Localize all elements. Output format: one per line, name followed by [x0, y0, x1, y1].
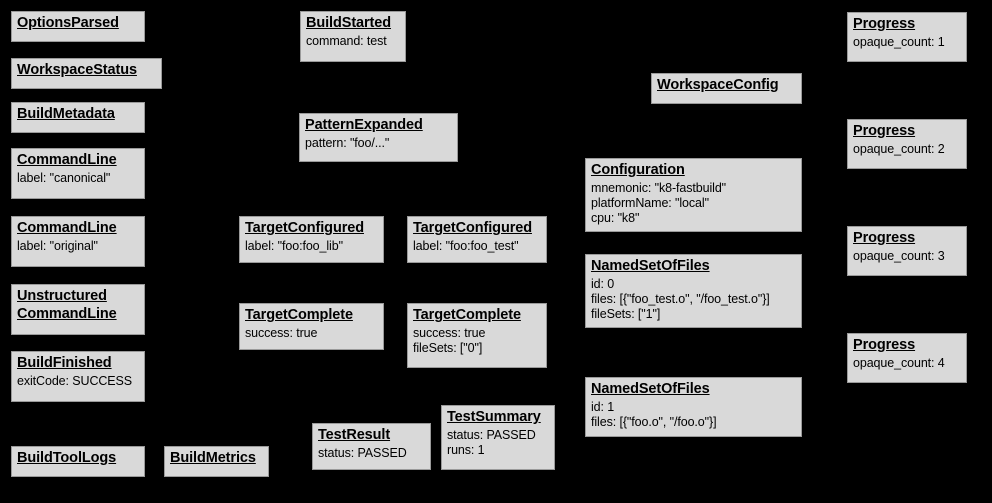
node-properties: label: "foo:foo_lib"	[245, 238, 343, 253]
node-properties: opaque_count: 4	[853, 355, 945, 370]
node-test-summary[interactable]: TestSummary status: PASSED runs: 1	[441, 405, 555, 470]
node-title: TestSummary	[447, 409, 541, 425]
node-title: Progress	[853, 337, 916, 353]
node-unstructured-command-line[interactable]: Unstructured CommandLine	[11, 284, 145, 335]
node-properties: success: true fileSets: ["0"]	[413, 325, 486, 355]
node-title: CommandLine	[17, 152, 117, 168]
node-target-complete-foo-lib[interactable]: TargetComplete success: true	[239, 303, 384, 350]
node-properties: pattern: "foo/..."	[305, 135, 390, 150]
node-title: BuildMetadata	[17, 106, 115, 122]
node-command-line-canonical[interactable]: CommandLine label: "canonical"	[11, 148, 145, 199]
node-properties: opaque_count: 2	[853, 141, 945, 156]
node-build-started[interactable]: BuildStarted command: test	[300, 11, 406, 62]
node-properties: mnemonic: "k8-fastbuild" platformName: "…	[591, 180, 727, 226]
node-properties: id: 1 files: [{"foo.o", "/foo.o"}]	[591, 399, 717, 429]
node-properties: success: true	[245, 325, 318, 340]
node-properties: id: 0 files: [{"foo_test.o", "/foo_test.…	[591, 276, 770, 322]
node-title: BuildToolLogs	[17, 450, 117, 466]
node-properties: label: "foo:foo_test"	[413, 238, 519, 253]
node-title: PatternExpanded	[305, 117, 423, 133]
node-named-set-of-files-1[interactable]: NamedSetOfFiles id: 1 files: [{"foo.o", "…	[585, 377, 802, 437]
node-properties: status: PASSED	[318, 445, 407, 460]
node-title: Progress	[853, 230, 916, 246]
node-title: Progress	[853, 16, 916, 32]
node-properties: exitCode: SUCCESS	[17, 373, 133, 388]
node-title: BuildStarted	[306, 15, 392, 31]
node-title: NamedSetOfFiles	[591, 381, 710, 397]
node-title: Configuration	[591, 162, 685, 178]
node-title: TargetConfigured	[245, 220, 364, 236]
node-build-metrics[interactable]: BuildMetrics	[164, 446, 269, 477]
node-properties: opaque_count: 3	[853, 248, 945, 263]
node-title: BuildMetrics	[170, 450, 256, 466]
node-target-complete-foo-test[interactable]: TargetComplete success: true fileSets: ["…	[407, 303, 547, 368]
node-title: TargetComplete	[245, 307, 353, 323]
node-build-tool-logs[interactable]: BuildToolLogs	[11, 446, 145, 477]
node-properties: status: PASSED runs: 1	[447, 427, 536, 457]
node-title: Progress	[853, 123, 916, 139]
node-command-line-original[interactable]: CommandLine label: "original"	[11, 216, 145, 267]
node-title: TargetComplete	[413, 307, 521, 323]
node-properties: label: "canonical"	[17, 170, 111, 185]
node-title: NamedSetOfFiles	[591, 258, 710, 274]
node-title: CommandLine	[17, 220, 117, 236]
node-workspace-status[interactable]: WorkspaceStatus	[11, 58, 162, 89]
node-target-configured-foo-test[interactable]: TargetConfigured label: "foo:foo_test"	[407, 216, 547, 263]
node-configuration[interactable]: Configuration mnemonic: "k8-fastbuild" pl…	[585, 158, 802, 232]
node-title: TestResult	[318, 427, 391, 443]
node-progress-4[interactable]: Progress opaque_count: 4	[847, 333, 967, 383]
node-named-set-of-files-0[interactable]: NamedSetOfFiles id: 0 files: [{"foo_test.…	[585, 254, 802, 328]
node-title: WorkspaceConfig	[657, 77, 779, 93]
node-progress-3[interactable]: Progress opaque_count: 3	[847, 226, 967, 276]
node-properties: command: test	[306, 33, 387, 48]
node-test-result[interactable]: TestResult status: PASSED	[312, 423, 431, 470]
node-workspace-config[interactable]: WorkspaceConfig	[651, 73, 802, 104]
node-pattern-expanded[interactable]: PatternExpanded pattern: "foo/..."	[299, 113, 458, 162]
node-target-configured-foo-lib[interactable]: TargetConfigured label: "foo:foo_lib"	[239, 216, 384, 263]
node-build-metadata[interactable]: BuildMetadata	[11, 102, 145, 133]
node-properties: label: "original"	[17, 238, 98, 253]
node-options-parsed[interactable]: OptionsParsed	[11, 11, 145, 42]
node-title: TargetConfigured	[413, 220, 532, 236]
node-title: Unstructured CommandLine	[17, 288, 117, 322]
node-properties: opaque_count: 1	[853, 34, 945, 49]
node-title: BuildFinished	[17, 355, 112, 371]
node-progress-1[interactable]: Progress opaque_count: 1	[847, 12, 967, 62]
node-build-finished[interactable]: BuildFinished exitCode: SUCCESS	[11, 351, 145, 402]
node-title: OptionsParsed	[17, 15, 119, 31]
node-title: WorkspaceStatus	[17, 62, 137, 78]
node-progress-2[interactable]: Progress opaque_count: 2	[847, 119, 967, 169]
